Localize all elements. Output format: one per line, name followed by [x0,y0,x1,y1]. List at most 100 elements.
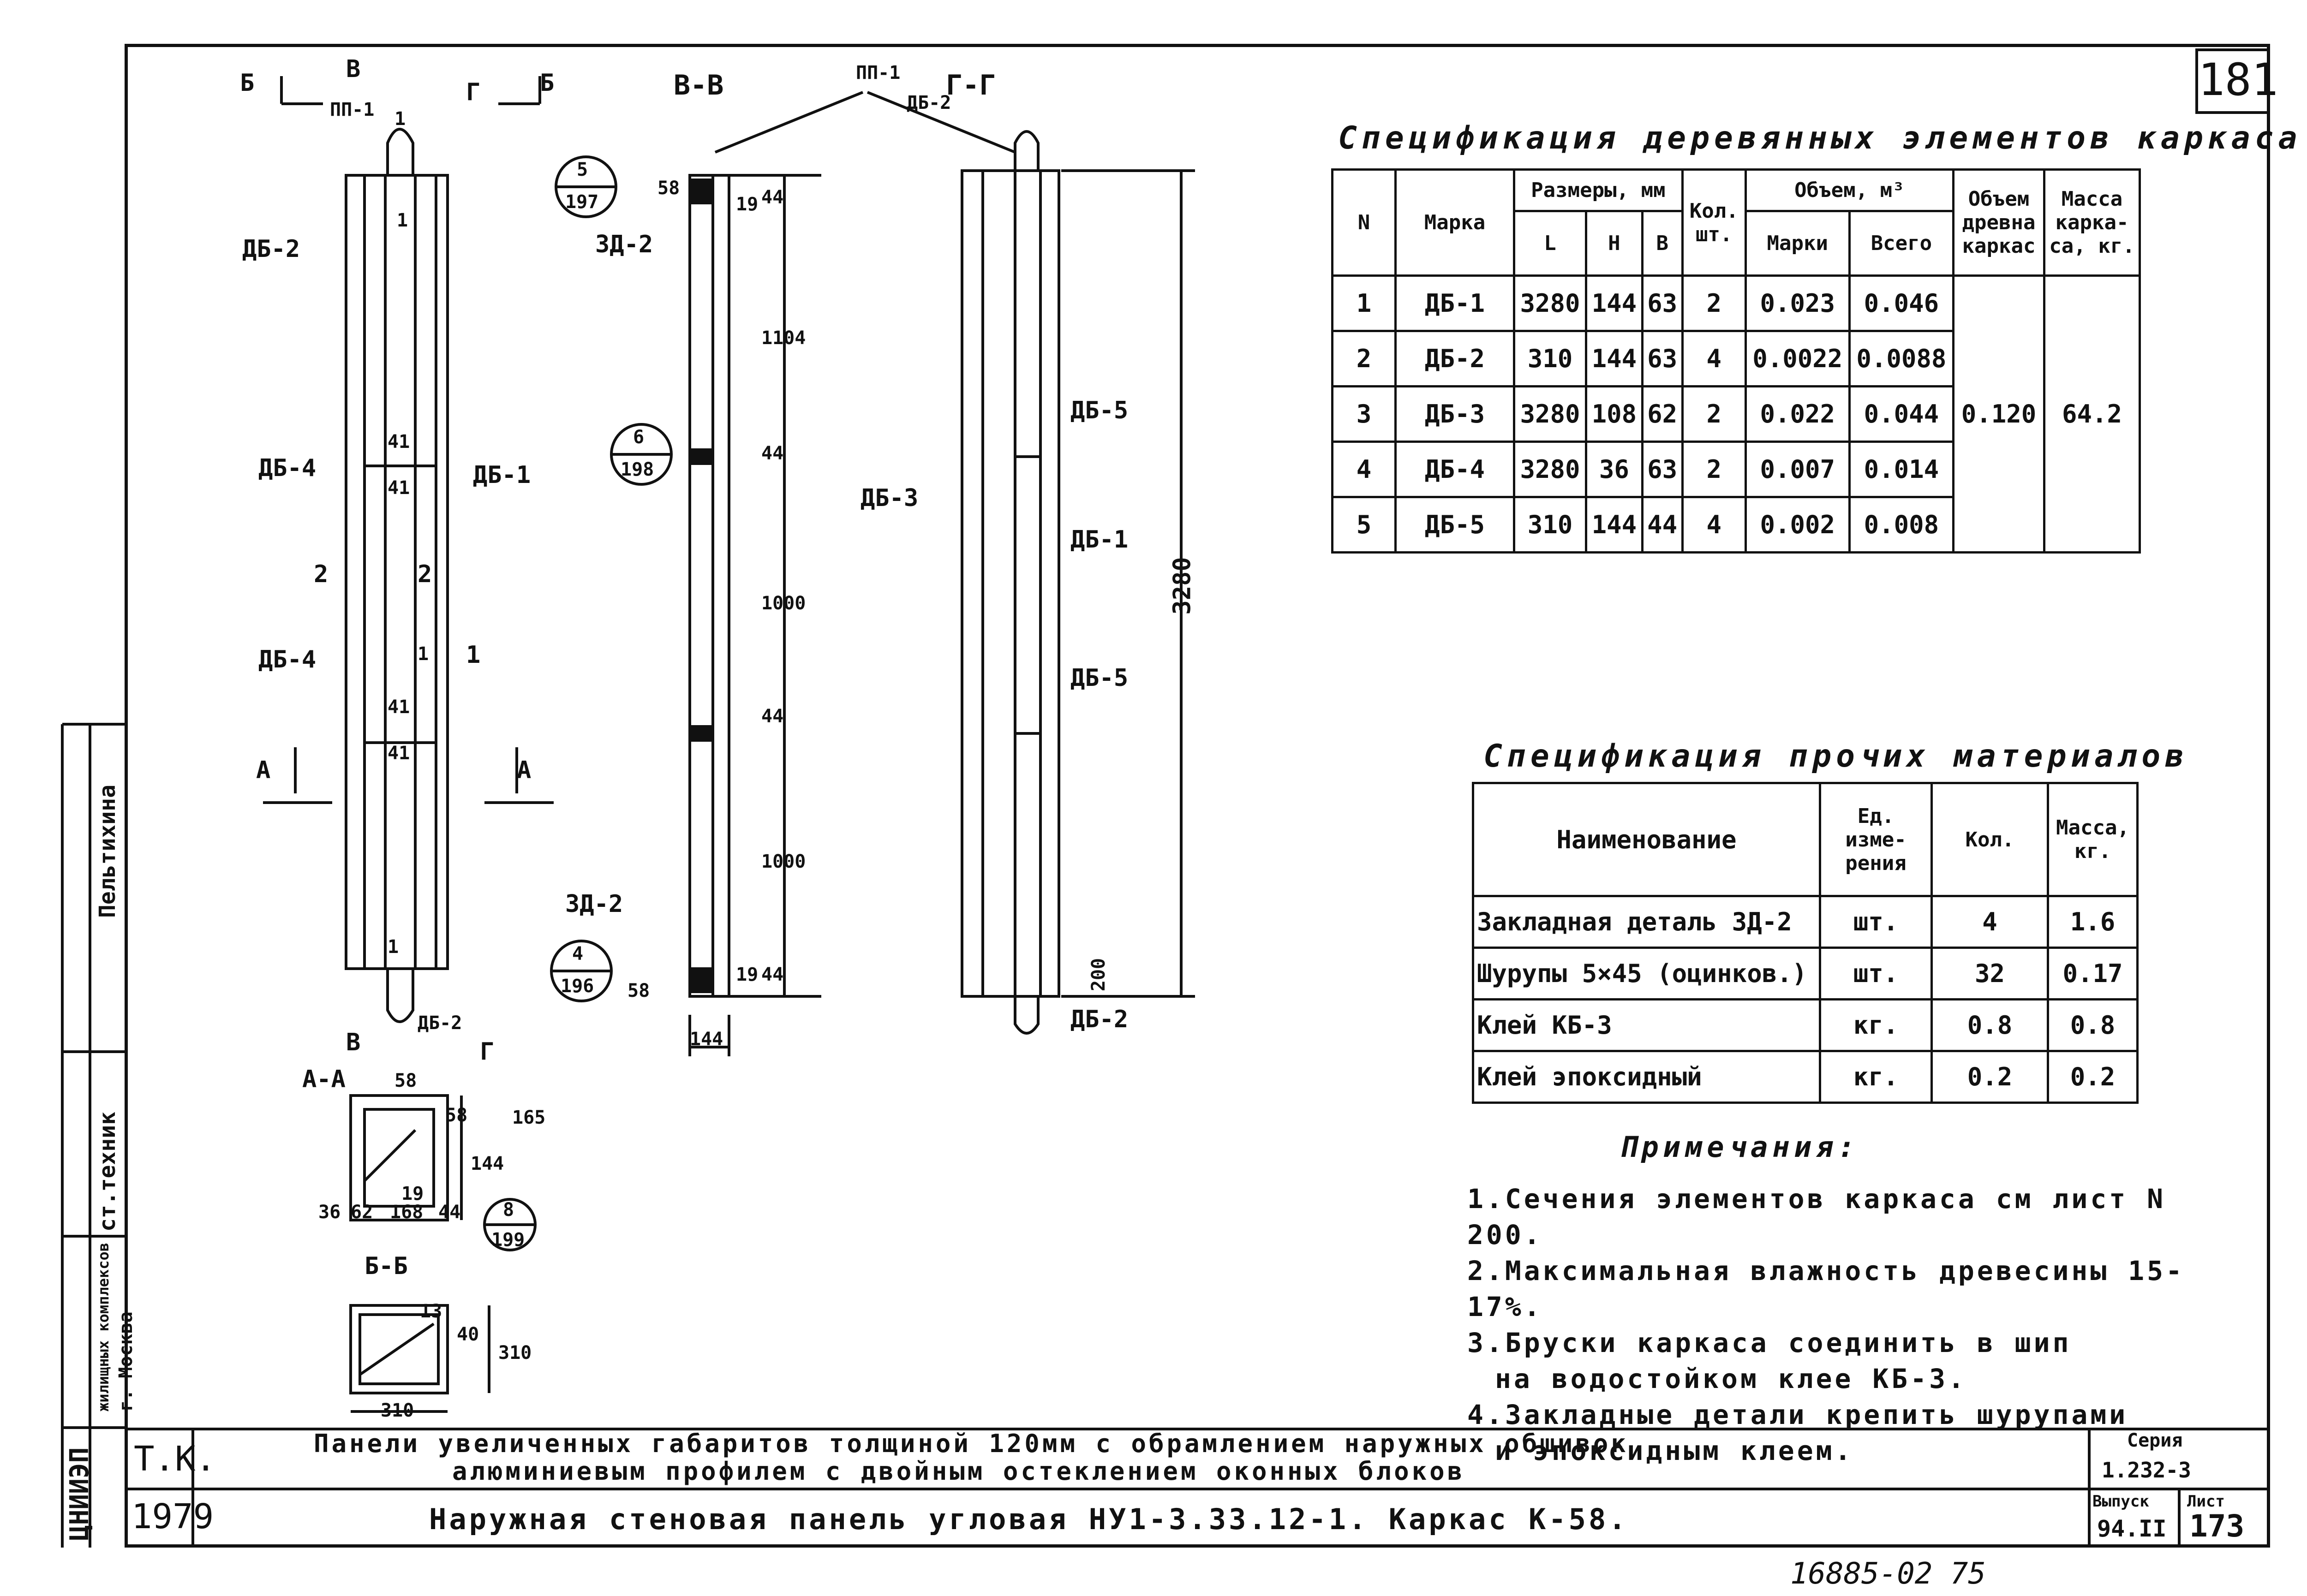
detail-circle-3-bottom: 196 [561,976,594,997]
col-volume: Объем, м³ [1744,168,1955,212]
cell: 4 [1681,330,1747,387]
table-row: 1 ДБ-1 3280 144 63 2 0.023 0.046 0.120 6… [1331,274,2141,554]
cell: 0.17 [2047,947,2139,1000]
cell: Клей эпоксидный [1472,1050,1821,1104]
cell: 63 [1641,441,1684,498]
col-h: H [1585,210,1644,277]
cell: 0.002 [1744,496,1851,554]
section-a-right-mark: А [517,756,532,784]
dim-1104: 1104 [761,328,806,349]
num-1-right: 1 [466,641,481,669]
cell: 62 [1641,385,1684,443]
table-row: 3 ДБ-3 3280 108 62 2 0.022 0.044 [1331,385,2140,443]
cell: ДБ-5 [1394,496,1515,554]
dim-200: 200 [1088,958,1110,992]
cell: 0.2 [2047,1050,2139,1104]
side-name: Пельтихина [95,785,120,918]
zd2-label-top: ЗД-2 [595,231,653,258]
col-b: B [1641,210,1684,277]
bb-dim-13: 13 [420,1301,442,1322]
cell: 32 [1930,947,2049,1000]
cell: 0.044 [1848,385,1955,443]
wood-spec-title: Спецификация деревянных элементов каркас… [1338,120,2302,156]
cell: 1.6 [2047,895,2139,949]
num-1-top: 1 [394,108,406,130]
section-vv-title: В-В [674,69,724,101]
num-41-d: 41 [388,743,410,764]
section-b-mark: Б [240,69,255,97]
note-item-3: 3.Бруски каркаса соединить в шип [1467,1327,2072,1358]
cell: 63 [1641,274,1684,332]
cell: 2 [1681,385,1747,443]
side-role: ст.техник [95,1111,120,1232]
bottom-archive-code: 16885-02 75 [1790,1557,1986,1591]
other-spec-table: Наименование Ед. изме-рения Кол. Масса, … [1472,782,2139,1104]
col-mark: Марка [1394,168,1515,277]
cell: ДБ-3 [1394,385,1515,443]
col-frame-volume: Объем древна каркас [1952,168,2045,277]
cell: 144 [1585,496,1644,554]
section-g-bottom-mark: Г [480,1038,495,1066]
table-row: Закладная деталь ЗД-2 шт. 4 1.6 [1472,895,2139,949]
aa-dim-58b: 58 [445,1105,468,1126]
cell: 2 [1681,274,1747,332]
cell: Шурупы 5×45 (оцинков.) [1472,947,1821,1000]
detail-circle-2-bottom: 198 [621,459,654,480]
aa-dim-44: 44 [438,1202,461,1223]
aa-dim-62: 62 [351,1202,373,1223]
num-41-a: 41 [388,431,410,453]
col-mass: Масса карка-са, кг. [2043,168,2141,277]
cell: 144 [1585,330,1644,387]
zd2-label-bottom: ЗД-2 [565,890,623,918]
cell: 2 [1331,330,1397,387]
cell: 0.0022 [1744,330,1851,387]
title-block-vline-3 [2178,1488,2181,1548]
num-41-c: 41 [388,697,410,718]
series-value: 1.232-3 [2102,1458,2191,1483]
note-item-2: 2.Максимальная влажность древесины 15-17… [1467,1255,2185,1322]
side-org3: жилищных комплексов [95,1242,112,1411]
db5-label-b: ДБ-5 [1070,664,1129,692]
dim-144: 144 [690,1029,723,1050]
dim-1000-b: 1000 [761,851,806,872]
cell: 108 [1585,385,1644,443]
col-n: N [1331,168,1397,277]
title-block [125,1428,2270,1550]
sheet-value: 173 [2189,1508,2245,1544]
pp1-label-a: ПП-1 [330,99,375,120]
dim-44-top: 44 [761,187,784,208]
db4-label-upper: ДБ-4 [258,454,317,482]
stamp-title-line2: алюминиевым профилем с двойным остеклени… [452,1457,1465,1486]
db2-label-gg: ДБ-2 [907,92,951,113]
aa-dim-36: 36 [318,1202,341,1223]
col-qty: Кол. [1930,782,2049,897]
num-2-right: 2 [418,560,432,588]
aa-dim-19: 19 [401,1183,424,1204]
stamp-title-line1: Панели увеличенных габаритов толщиной 12… [314,1429,1629,1458]
cell: 0.007 [1744,441,1851,498]
table-row: Клей эпоксидный кг. 0.2 0.2 [1472,1050,2139,1104]
cell: 63 [1641,330,1684,387]
table-row: Клей КБ-3 кг. 0.8 0.8 [1472,998,2139,1052]
db1-label-b: ДБ-1 [1070,526,1129,554]
section-b2-mark: Б [540,69,555,97]
dim-44-b: 44 [761,706,784,727]
cell: 0.8 [1930,998,2049,1052]
note-item-1: 1.Сечения элементов каркаса см лист N 20… [1467,1183,2166,1251]
col-qty: Кол. шт. [1681,168,1747,277]
stamp-title-line3: Наружная стеновая панель угловая НУ1-3.3… [429,1502,1629,1536]
cell: 0.008 [1848,496,1955,554]
cell: кг. [1819,1050,1933,1104]
notes-title: Примечания: [1620,1130,1860,1164]
col-vol-total: Всего [1848,210,1955,277]
num-1-top2: 1 [397,210,408,231]
cell: Закладная деталь ЗД-2 [1472,895,1821,949]
cell: 3280 [1512,441,1588,498]
aa-dim-165: 165 [512,1107,546,1128]
cell: 0.023 [1744,274,1851,332]
cell: 310 [1512,330,1588,387]
cell: Клей КБ-3 [1472,998,1821,1052]
detail-circle-1-bottom: 197 [565,191,599,213]
db1-label-left: ДБ-1 [473,461,531,489]
